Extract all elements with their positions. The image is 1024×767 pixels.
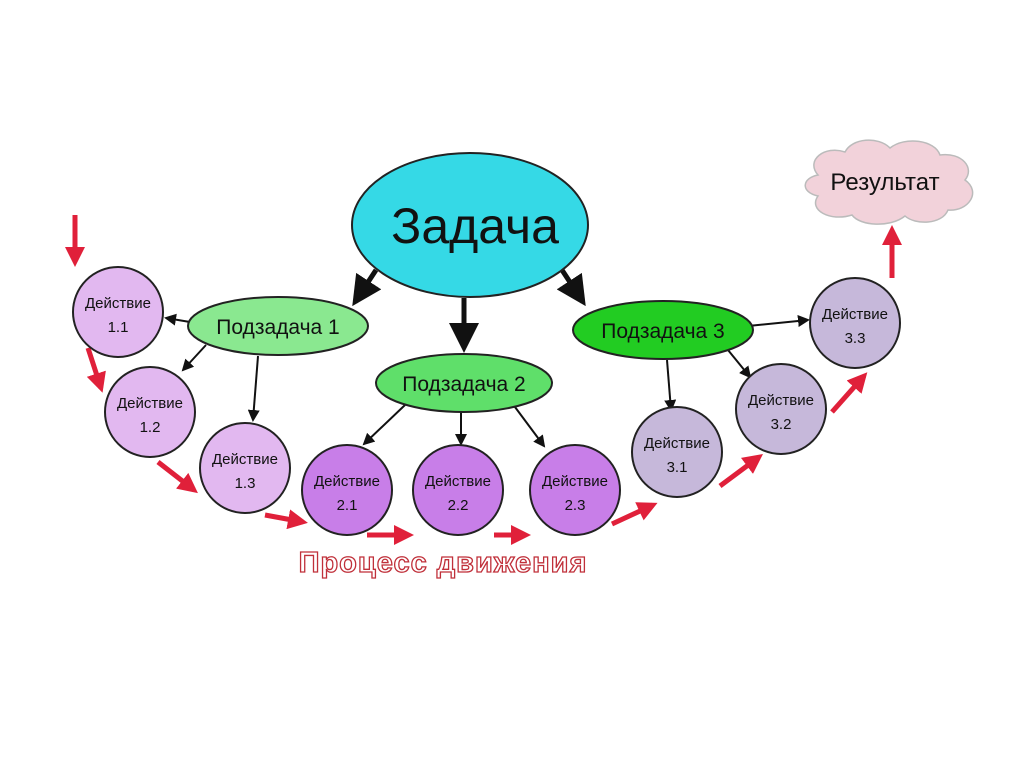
arrow-task-to-subtask-1 (352, 268, 382, 307)
action-circle (72, 266, 164, 358)
arrow-s1-a12 (181, 344, 207, 372)
hierarchy-arrows (164, 268, 810, 448)
arrow-s3-a31 (664, 359, 677, 412)
action-num: 1.1 (108, 319, 129, 336)
action-1-3: Действие 1.3 (199, 422, 291, 514)
flow-arrow (264, 509, 308, 530)
action-word: Действие (822, 306, 888, 323)
subtask-2: Подзадача 2 (375, 353, 553, 413)
result-label: Результат (830, 169, 939, 196)
action-word: Действие (85, 295, 151, 312)
action-1-1: Действие 1.1 (72, 266, 164, 358)
action-word: Действие (212, 451, 278, 468)
action-word: Действие (117, 395, 183, 412)
arrow-s3-a33 (747, 315, 810, 327)
action-num: 1.3 (235, 475, 256, 492)
action-circle (104, 366, 196, 458)
arrow-task-to-subtask-3 (556, 268, 586, 307)
process-label: Процесс движения (299, 547, 588, 579)
task-label: Задача (391, 198, 559, 254)
action-num: 2.1 (337, 497, 358, 514)
action-1-2: Действие 1.2 (104, 366, 196, 458)
action-2-3: Действие 2.3 (529, 444, 621, 536)
action-circle (199, 422, 291, 514)
subtask-label: Подзадача 2 (402, 373, 525, 396)
action-3-2: Действие 3.2 (735, 363, 827, 455)
action-3-3: Действие 3.3 (809, 277, 901, 369)
task-node: Задача (351, 152, 589, 298)
action-2-2: Действие 2.2 (412, 444, 504, 536)
action-circle (809, 277, 901, 369)
action-circle (735, 363, 827, 455)
action-circle (529, 444, 621, 536)
flow-arrow (610, 502, 658, 527)
arrow-s3-a32 (727, 349, 752, 379)
arrow-s2-a21 (362, 404, 406, 446)
subtask-3: Подзадача 3 (572, 300, 754, 360)
action-2-1: Действие 2.1 (301, 444, 393, 536)
action-circle (301, 444, 393, 536)
action-word: Действие (425, 473, 491, 490)
action-num: 3.2 (771, 416, 792, 433)
flow-arrow (85, 347, 106, 393)
action-num: 1.2 (140, 419, 161, 436)
arrow-s1-a13 (247, 355, 260, 422)
action-word: Действие (748, 392, 814, 409)
subtask-label: Подзадача 1 (216, 316, 339, 339)
arrow-s1-a11 (164, 313, 191, 326)
action-word: Действие (542, 473, 608, 490)
action-3-1: Действие 3.1 (631, 406, 723, 498)
action-circle (412, 444, 504, 536)
flow-arrow (718, 454, 764, 489)
subtask-label: Подзадача 3 (601, 320, 724, 343)
action-num: 2.2 (448, 497, 469, 514)
process-flow-arrows (65, 215, 902, 545)
arrow-s2-a23 (511, 402, 546, 448)
action-word: Действие (644, 435, 710, 452)
flow-arrow (830, 372, 868, 414)
action-num: 3.3 (845, 330, 866, 347)
action-word: Действие (314, 473, 380, 490)
action-num: 3.1 (667, 459, 688, 476)
action-circle (631, 406, 723, 498)
subtask-1: Подзадача 1 (187, 296, 369, 356)
result-cloud: Результат (804, 139, 974, 225)
action-num: 2.3 (565, 497, 586, 514)
flow-arrow (156, 460, 198, 494)
